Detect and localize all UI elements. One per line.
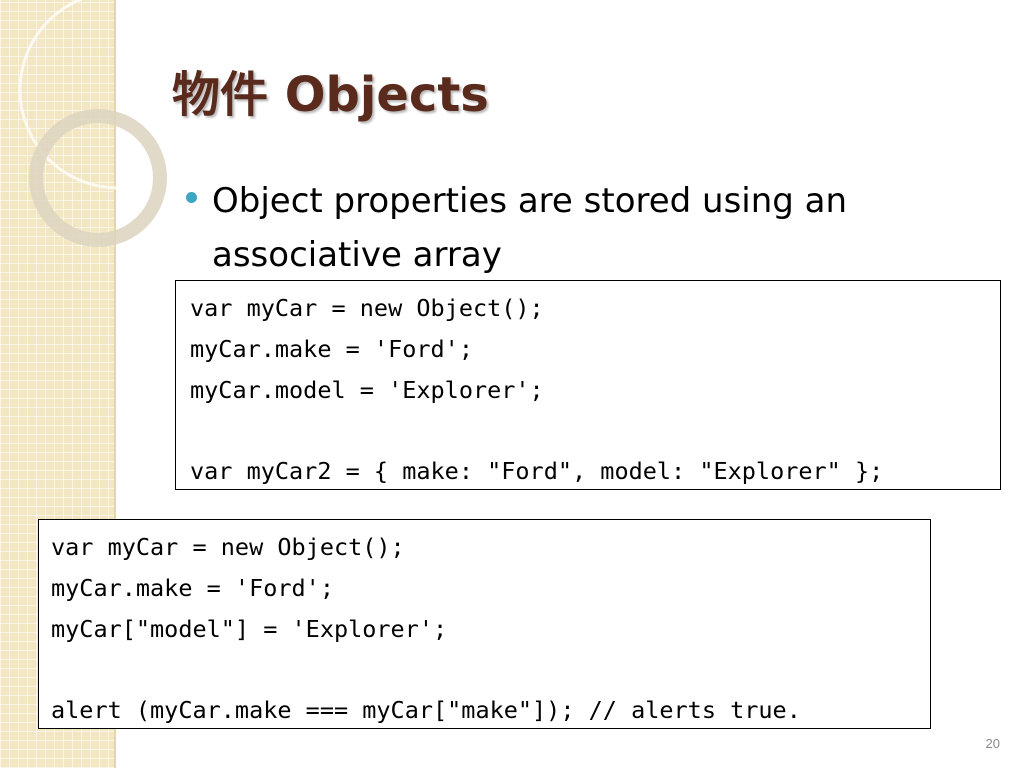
- code-block-bracket-notation: var myCar = new Object(); myCar.make = '…: [38, 519, 931, 729]
- code-line: myCar["model"] = 'Explorer';: [51, 614, 448, 643]
- decorative-rings: [18, 0, 218, 247]
- code-line: [190, 410, 1000, 451]
- code-line: var myCar2 = { make: "Ford", model: "Exp…: [190, 457, 884, 486]
- code-line: myCar.make = 'Ford';: [51, 573, 334, 602]
- bullet-dot-icon: [186, 192, 197, 203]
- side-strip-edge: [114, 0, 116, 768]
- bullet-item: Object properties are stored using an as…: [186, 174, 976, 282]
- code-line: myCar.make = 'Ford';: [190, 334, 473, 363]
- code-block-object-creation: var myCar = new Object(); myCar.make = '…: [175, 280, 1001, 490]
- page-number: 20: [985, 736, 1000, 751]
- code-line: var myCar = new Object();: [190, 294, 544, 322]
- code-line: var myCar = new Object();: [51, 533, 405, 561]
- slide-title: 物件 Objects: [172, 67, 489, 123]
- code-line: [51, 649, 930, 690]
- code-line: myCar.model = 'Explorer';: [190, 375, 544, 404]
- bullet-text: Object properties are stored using an as…: [212, 181, 848, 275]
- code-line: alert (myCar.make === myCar["make"]); //…: [51, 696, 801, 725]
